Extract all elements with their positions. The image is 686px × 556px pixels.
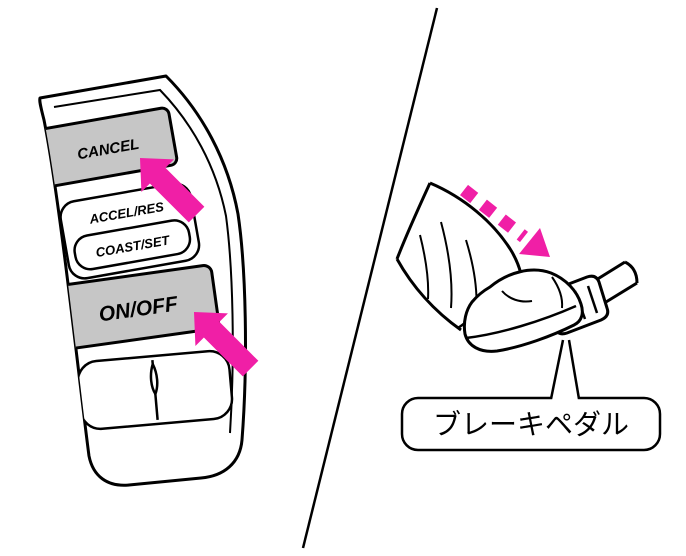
arrow-shape (140, 158, 205, 223)
shoe-instep-line (501, 290, 533, 303)
arrow-to-cancel-icon (140, 158, 205, 223)
arrow-to-on-off-icon (194, 312, 259, 377)
brake-pedal-illustration: ブレーキペダル (395, 181, 662, 452)
shoe-outline (462, 268, 584, 353)
pedal-grip-line (586, 285, 599, 314)
callout-label: ブレーキペダル (433, 408, 629, 441)
brake-pedal-callout: ブレーキペダル (400, 339, 662, 452)
trouser-fold-line (419, 234, 430, 300)
pedal-arm-line (595, 260, 626, 282)
shoe-sole-line (465, 304, 577, 340)
callout-box (400, 396, 662, 452)
accel-coast-rocker: ACCEL/RES COAST/SET (59, 182, 201, 280)
divider-line (301, 7, 439, 549)
coast-set-outline (73, 219, 192, 271)
pedal-arm-line (605, 281, 638, 304)
shoe-toe-cap-line (551, 276, 564, 309)
arrow-shape (194, 312, 259, 377)
trouser-open-edge (395, 182, 432, 260)
lower-rocker (76, 349, 234, 431)
callout-pointer-line (567, 339, 581, 400)
trouser-bottom-edge (395, 258, 462, 332)
trouser-top-edge (429, 181, 523, 275)
press-arrow-dashes (459, 184, 529, 243)
press-arrow-head-icon (519, 228, 550, 257)
lower-rocker-slot (149, 360, 159, 397)
trouser-fold-line (440, 221, 453, 309)
callout-pointer-line (549, 339, 565, 400)
pedal-arm-cap (624, 260, 639, 284)
cruise-switch-illustration: CANCEL ACCEL/RES COAST/SET ON/OFF (38, 74, 259, 487)
